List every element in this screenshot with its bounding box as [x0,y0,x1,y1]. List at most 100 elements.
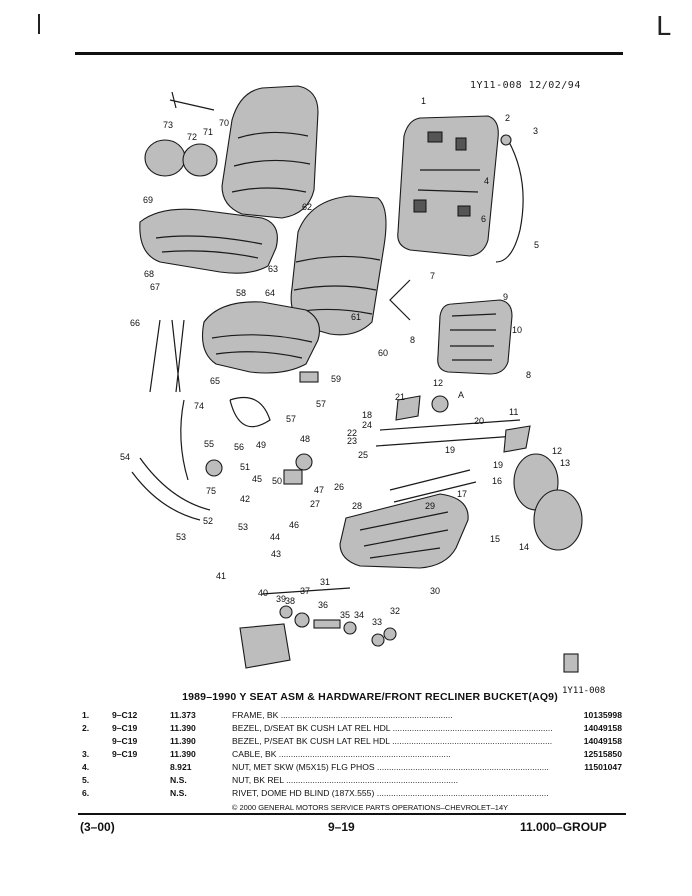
bottom-rule [78,813,626,815]
callout: 69 [143,195,153,205]
lever-21 [395,395,421,421]
callout: 1 [421,96,426,106]
callout: 54 [120,452,130,462]
callout: 57 [316,399,326,409]
footer-group: 11.000–GROUP [520,820,607,834]
table-row: 3. 9–C19 11.390 CABLE, BK 12515850 [82,747,622,760]
reference: 11.390 [170,722,196,733]
callout: 74 [194,401,204,411]
bolster-pad-71 [144,139,186,177]
reference: 11.390 [170,735,196,746]
seat-cushion-cover [139,208,278,274]
footer-date: (3–00) [80,820,115,834]
callout: 41 [216,571,226,581]
table-row: 5. N.S. NUT, BK REL [82,773,622,786]
table-row: 1. 9–C12 11.373 FRAME, BK 10135998 [82,708,622,721]
reference: N.S. [170,787,187,798]
callout: 23 [347,436,357,446]
strap-53 [131,457,211,521]
callout: 73 [163,120,173,130]
callout: 6 [481,214,486,224]
callout: 44 [270,532,280,542]
cover-22 [295,453,313,471]
callout: 40 [258,588,268,598]
callout: A [458,390,464,400]
callout: 12 [433,378,443,388]
callout: 55 [204,439,214,449]
callout: 12 [552,446,562,456]
section: 9–C19 [112,748,138,759]
bracket-11 [503,425,531,453]
part-number: 10135998 [583,709,622,720]
bolster-pad-70 [182,143,218,177]
callout: 19 [445,445,455,455]
reference: 11.373 [170,709,196,720]
callout: 48 [300,434,310,444]
part-number [552,786,622,799]
callout: 39 [276,594,286,604]
callout: 25 [358,450,368,460]
image-code: 1Y11-008 [562,686,605,696]
part-number: 14049158 [583,722,622,733]
callout: 8 [410,335,415,345]
callout: 17 [457,489,467,499]
margin-tick [38,14,40,34]
callout: 70 [219,118,229,128]
handle-A [431,395,449,413]
part-number: 11501047 [584,761,622,772]
seat-track-rails [375,419,521,447]
callout: 3 [533,126,538,136]
callout: 29 [425,501,435,511]
callout: 61 [351,312,361,322]
callout: 43 [271,549,281,559]
callout: 10 [512,325,522,335]
seat-cushion-pad [201,301,321,374]
callout: 59 [331,374,341,384]
callout: 2 [505,113,510,123]
section: 9–C19 [112,735,138,746]
seat-back-frame [397,115,499,257]
footer-page-number: 9–19 [328,820,355,834]
item-number: 5. [82,774,90,785]
callout: 7 [430,271,435,281]
callout: 20 [474,416,484,426]
rod-7 [389,279,411,321]
callout: 16 [492,476,502,486]
callout: 28 [352,501,362,511]
lower-tracks [389,469,477,503]
callout: 34 [354,610,364,620]
motor-drive-assembly [239,587,397,669]
wire-harness-65 [149,319,185,393]
recliner-cover-14 [533,489,583,551]
reference: N.S. [170,774,187,785]
callout: 19 [493,460,503,470]
item-number: 6. [82,787,90,798]
callout: 71 [203,127,213,137]
table-row: 6. N.S. RIVET, DOME HD BLIND (187X.555) [82,786,622,799]
item-number [82,734,112,747]
description: BEZEL, P/SEAT BK CUSH LAT REL HDL [232,735,390,746]
callout: 9 [503,292,508,302]
table-row: 4. 8.921 NUT, MET SKW (M5X15) FLG PHOS 1… [82,760,622,773]
item-number: 4. [82,761,90,772]
exploded-seat-diagram: 1 2 3 4 5 6 7 8 8 9 10 11 12 12 13 14 15… [120,85,605,696]
description: BEZEL, D/SEAT BK CUSH LAT REL HDL [232,722,391,733]
switch-57 [299,371,319,383]
callout: 11 [509,407,518,417]
part-number [552,773,622,786]
callout: 35 [340,610,350,620]
copyright-line: © 2000 GENERAL MOTORS SERVICE PARTS OPER… [231,803,509,812]
callout: 49 [256,440,266,450]
callout: 22 [347,428,357,438]
callout: 24 [362,420,372,430]
seat-pan [339,493,469,569]
callout: 36 [318,600,328,610]
description: CABLE, BK [232,748,277,759]
table-row: 9–C19 11.390 BEZEL, P/SEAT BK CUSH LAT R… [82,734,622,747]
callout: 32 [390,606,400,616]
callout: 33 [372,617,382,627]
callout: 13 [560,458,570,468]
callout: 31 [320,577,330,587]
reference: 8.921 [170,761,192,772]
table-row: 2. 9–C19 11.390 BEZEL, D/SEAT BK CUSH LA… [82,721,622,734]
